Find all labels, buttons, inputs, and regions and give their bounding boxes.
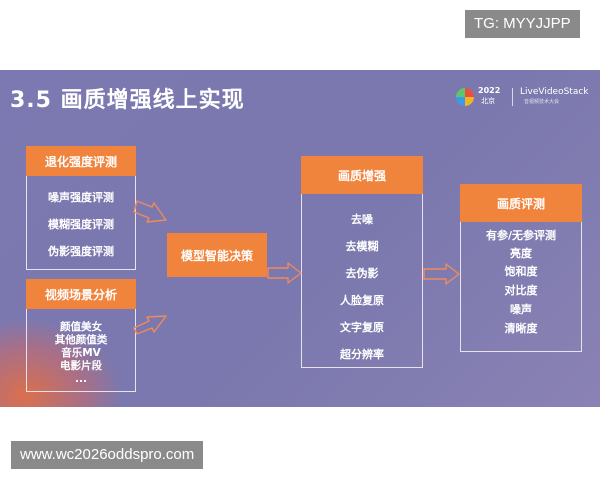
flow-arrows xyxy=(133,200,460,335)
logo-subtitle: 音视频技术大会 xyxy=(524,99,560,105)
scene-item: ... xyxy=(75,373,87,385)
decision-node: 模型智能决策 xyxy=(167,233,267,277)
evaluate-item: 有参/无参评测 xyxy=(485,229,557,242)
enhance-item: 去模糊 xyxy=(345,240,379,253)
enhance-item: 文字复原 xyxy=(340,321,384,334)
degradation-item: 噪声强度评测 xyxy=(48,191,114,204)
scene-item: 电影片段 xyxy=(60,360,102,372)
scene-item: 颜值美女 xyxy=(60,321,102,333)
arrow-decision-to-enhance xyxy=(267,262,302,284)
enhance-item: 超分辨率 xyxy=(340,348,384,361)
logo-separator xyxy=(512,88,513,106)
enhance-header: 画质增强 xyxy=(301,156,423,194)
degradation-header: 退化强度评测 xyxy=(26,146,136,176)
evaluate-item: 噪声 xyxy=(510,303,532,316)
conference-badge-icon xyxy=(456,88,474,106)
logo-brand: LiveVideoStack xyxy=(520,87,589,97)
scene-header: 视频场景分析 xyxy=(26,279,136,309)
arrow-enhance-to-evaluate xyxy=(423,263,460,285)
enhance-item: 人脸复原 xyxy=(340,294,384,307)
degradation-item: 伪影强度评测 xyxy=(48,245,114,258)
bottom-watermark: www.wc2026oddspro.com xyxy=(11,441,204,469)
enhance-item: 去噪 xyxy=(351,213,373,226)
logo-city: 北京 xyxy=(481,97,495,105)
slide-title: 3.5 画质增强线上实现 xyxy=(10,88,245,113)
degradation-item: 模糊强度评测 xyxy=(48,218,114,231)
evaluate-item: 亮度 xyxy=(510,247,532,260)
scene-item: 音乐MV xyxy=(61,347,101,359)
top-watermark: TG: MYYJJPP xyxy=(465,10,580,38)
evaluate-header: 画质评测 xyxy=(460,184,582,222)
arrow-degradation-to-decision xyxy=(133,200,167,223)
arrow-scene-to-decision xyxy=(133,315,167,335)
slide: 3.5 画质增强线上实现 2022 北京 LiveVideoStack 音视频技… xyxy=(0,70,600,407)
enhance-item: 去伪影 xyxy=(345,267,379,280)
evaluate-item: 清晰度 xyxy=(504,322,538,335)
evaluate-item: 对比度 xyxy=(504,284,538,297)
logo-year: 2022 xyxy=(478,86,501,95)
evaluate-item: 饱和度 xyxy=(504,265,538,278)
scene-item: 其他颜值类 xyxy=(54,334,108,346)
